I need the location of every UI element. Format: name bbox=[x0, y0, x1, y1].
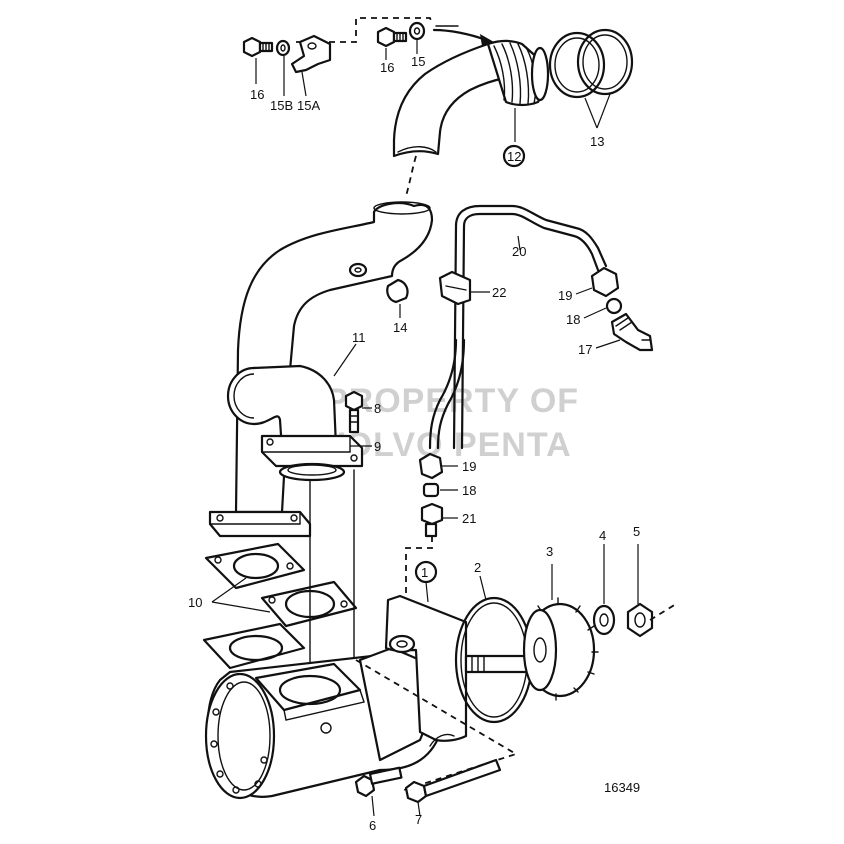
watermark-line-2: VOLVO PENTA bbox=[322, 426, 572, 464]
gasket-part-10-upper bbox=[204, 542, 306, 590]
sleeve-part-18-upper bbox=[605, 297, 623, 315]
label-4: 4 bbox=[599, 528, 606, 543]
label-11: 11 bbox=[352, 330, 366, 345]
nut-part-19-lower bbox=[418, 452, 444, 480]
pump-housing bbox=[202, 622, 442, 800]
label-18-lower: 18 bbox=[462, 483, 476, 498]
watermark: PROPERTY OF VOLVO PENTA bbox=[322, 382, 579, 464]
washer-part-4 bbox=[592, 604, 616, 636]
label-15a: 15A bbox=[297, 98, 320, 113]
nut-part-19-upper bbox=[590, 266, 620, 298]
clip-part-15a bbox=[290, 34, 332, 74]
part-labels: 16 15B 15A 16 15 12 13 14 20 22 19 18 17… bbox=[188, 54, 640, 833]
label-22: 22 bbox=[492, 285, 506, 300]
label-7: 7 bbox=[415, 812, 422, 827]
label-15b: 15B bbox=[270, 98, 293, 113]
hose-elbow-part-12 bbox=[392, 39, 550, 158]
exhaust-pipe-flange bbox=[208, 510, 312, 538]
label-16-left: 16 bbox=[250, 87, 264, 102]
watermark-line-1: PROPERTY OF bbox=[325, 382, 579, 420]
label-8: 8 bbox=[374, 401, 381, 416]
label-21: 21 bbox=[462, 511, 476, 526]
o-rings-part-13 bbox=[548, 28, 634, 129]
label-19-lower: 19 bbox=[462, 459, 476, 474]
gasket-part-10-lower bbox=[260, 580, 358, 628]
bolt-part-8 bbox=[344, 390, 364, 434]
label-14: 14 bbox=[393, 320, 407, 335]
elbow-fitting-part-17 bbox=[610, 312, 654, 352]
clamp-part-22 bbox=[438, 270, 472, 306]
drawing-reference-number: 16349 bbox=[604, 780, 640, 795]
gear-part-3 bbox=[522, 597, 599, 701]
bracket-part-1 bbox=[384, 594, 468, 747]
label-6: 6 bbox=[369, 818, 376, 833]
label-13: 13 bbox=[590, 134, 604, 149]
washer-part-15b bbox=[275, 39, 291, 57]
label-1: 1 bbox=[421, 565, 428, 580]
bolt-part-16-right bbox=[376, 26, 408, 48]
callout-circle-12 bbox=[502, 144, 526, 168]
washer-part-15 bbox=[408, 21, 426, 41]
bolt-part-16-left bbox=[242, 36, 274, 58]
label-10: 10 bbox=[188, 595, 202, 610]
label-17: 17 bbox=[578, 342, 592, 357]
label-12: 12 bbox=[507, 149, 521, 164]
label-20: 20 bbox=[512, 244, 526, 259]
label-9: 9 bbox=[374, 439, 381, 454]
bolt-part-6 bbox=[354, 766, 403, 798]
label-19-upper: 19 bbox=[558, 288, 572, 303]
label-15: 15 bbox=[411, 54, 425, 69]
label-18-upper: 18 bbox=[566, 312, 580, 327]
fitting-part-21 bbox=[420, 502, 444, 538]
pump-shaft bbox=[464, 654, 532, 674]
label-16-right: 16 bbox=[380, 60, 394, 75]
label-3: 3 bbox=[546, 544, 553, 559]
label-2: 2 bbox=[474, 560, 481, 575]
nut-part-5 bbox=[626, 602, 654, 638]
pipe-part-20 bbox=[428, 204, 608, 450]
bolt-part-7 bbox=[404, 758, 502, 804]
label-5: 5 bbox=[633, 524, 640, 539]
sleeve-part-18-lower bbox=[422, 482, 440, 498]
elbow-flange-part-9 bbox=[260, 434, 364, 482]
plug-part-14 bbox=[348, 262, 409, 304]
